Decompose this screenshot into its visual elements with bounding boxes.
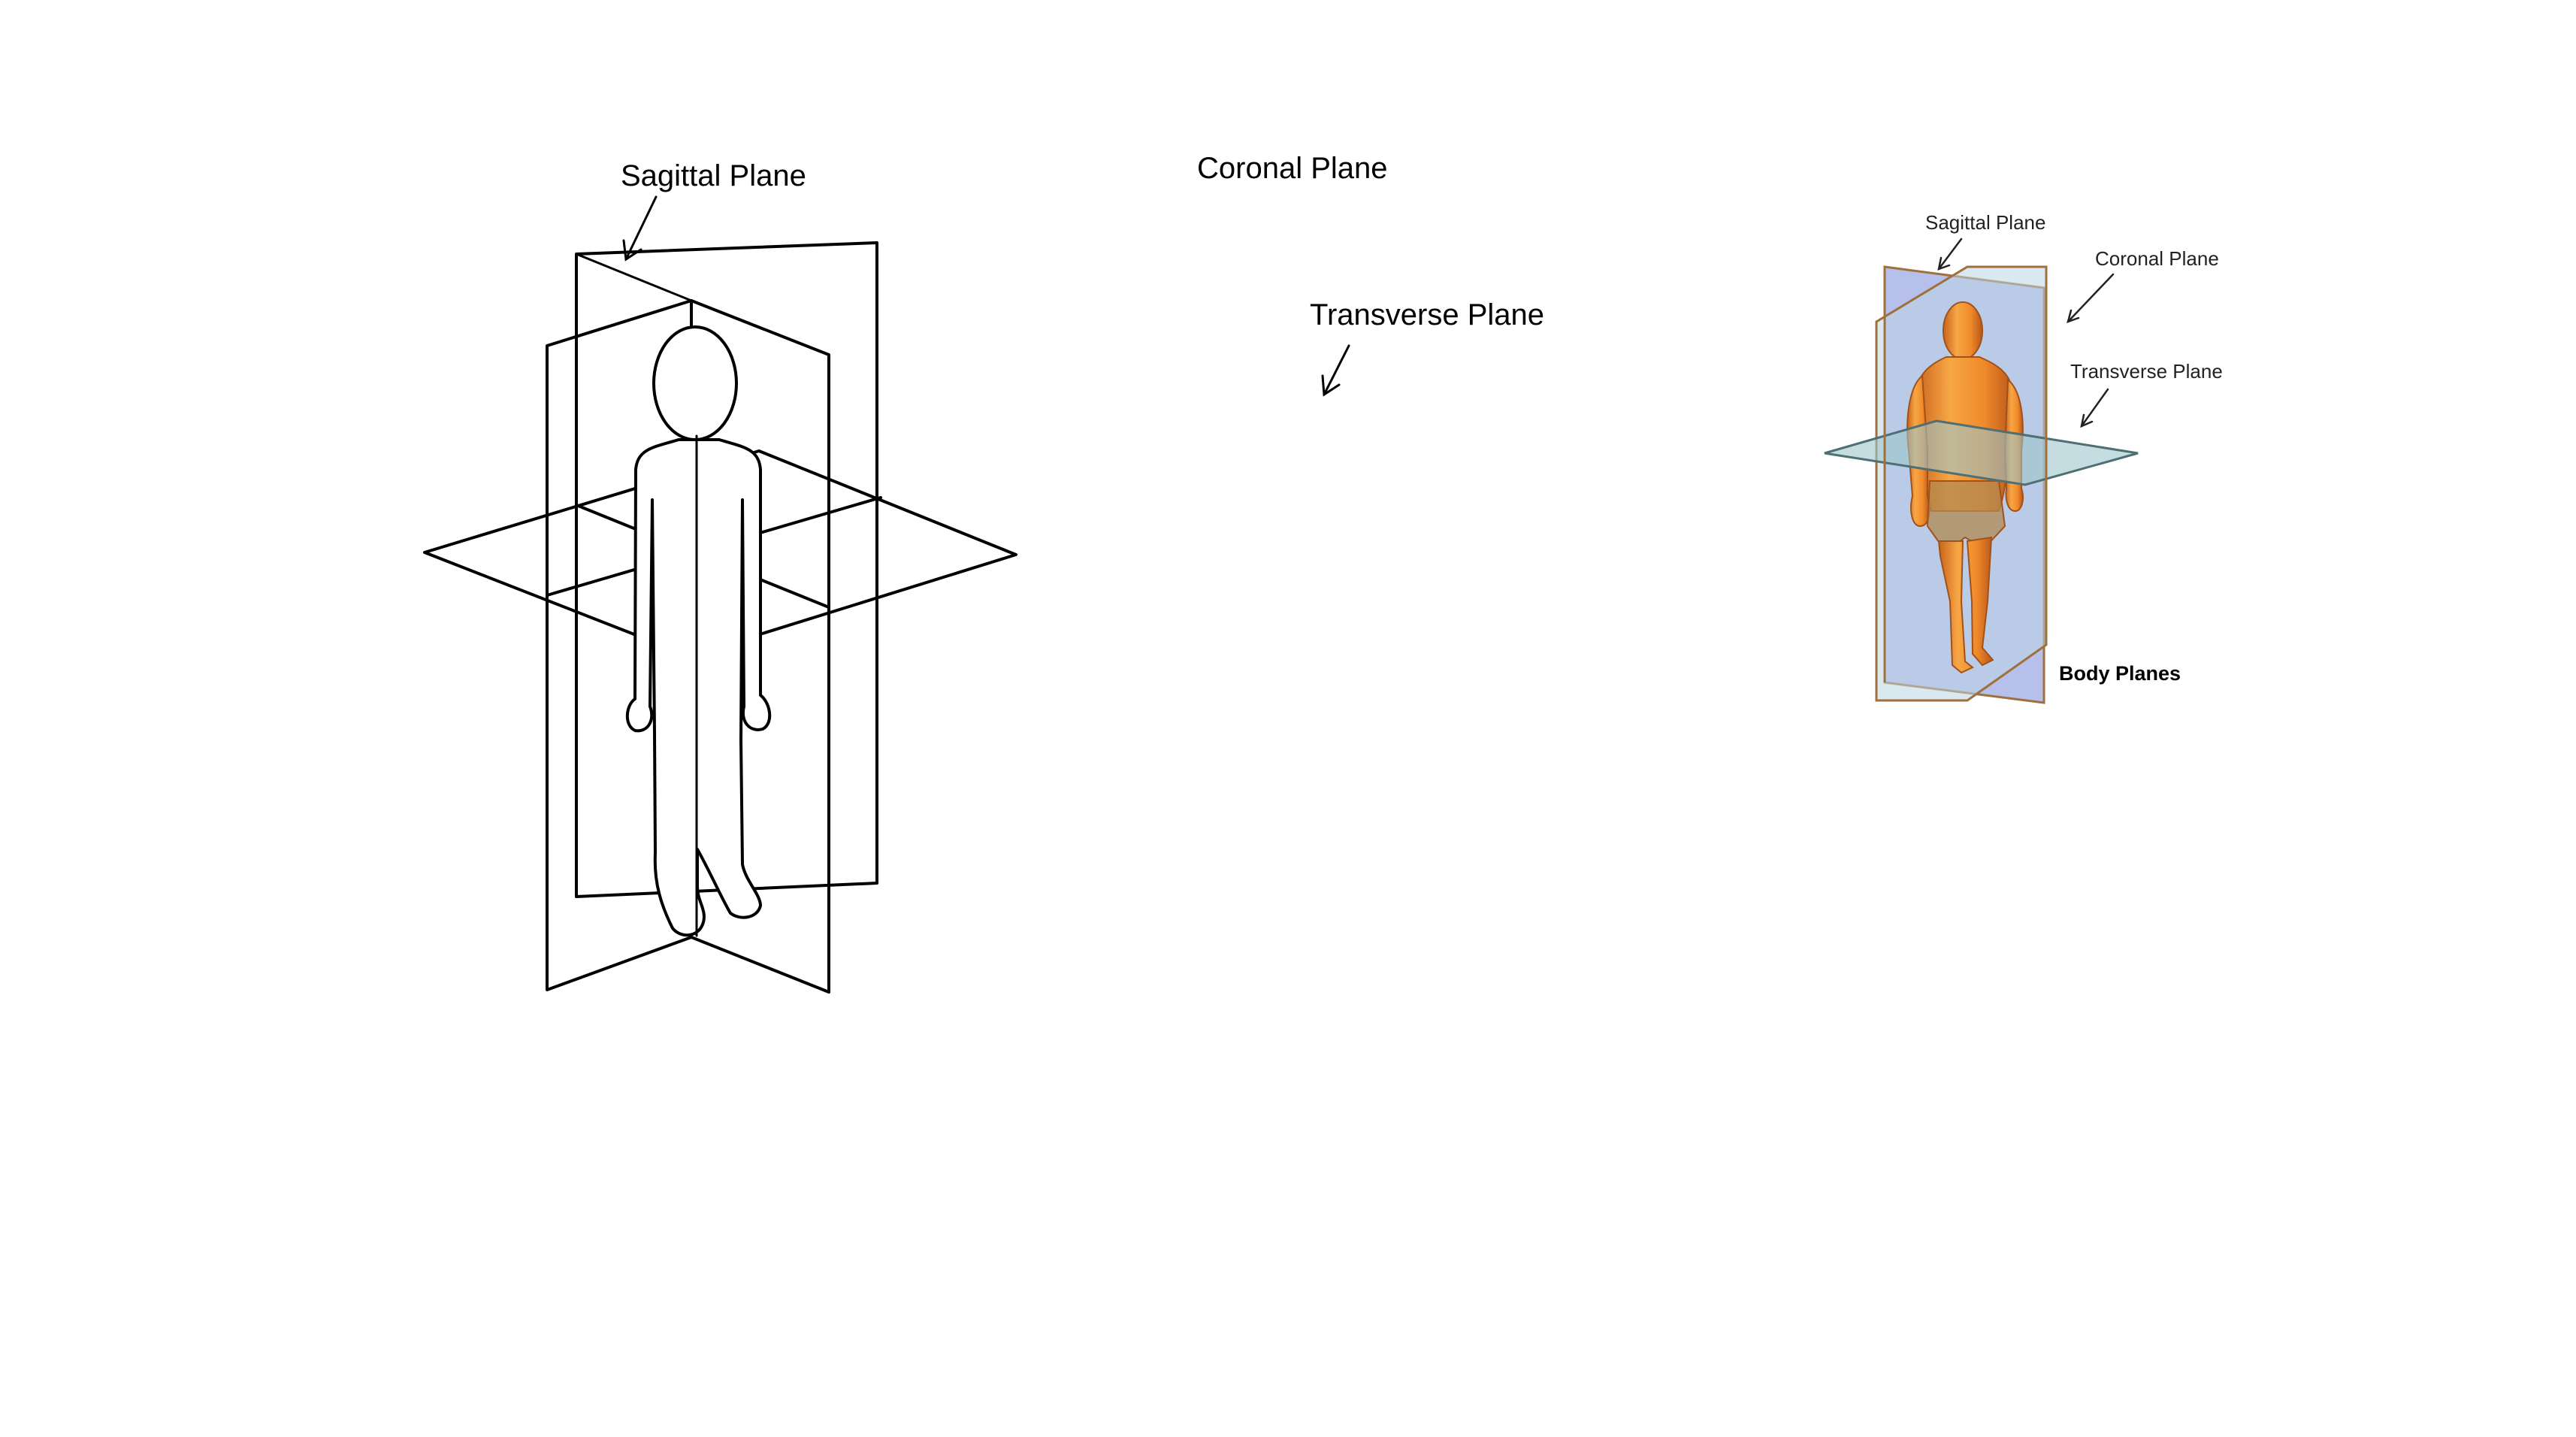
sagittal-arrow-small (1937, 237, 1963, 271)
figure-head (1943, 301, 1983, 360)
head-outline (652, 325, 738, 441)
sagittal-plane-label-small: Sagittal Plane (1925, 211, 2045, 234)
body-outline-figure (625, 325, 772, 937)
coronal-plane-label-small: Coronal Plane (2095, 247, 2219, 270)
body-silhouette (625, 438, 772, 937)
sagittal-arrow (622, 195, 658, 262)
transverse-plane-label: Transverse Plane (1310, 298, 1544, 331)
sagittal-plane-label: Sagittal Plane (621, 159, 806, 192)
illustrated-diagram (1824, 265, 2139, 704)
transverse-arrow (1321, 344, 1350, 397)
line-drawing-diagram (423, 241, 1017, 994)
coronal-arrow-small (2067, 273, 2115, 323)
transverse-plane-shaded (1824, 419, 2139, 486)
human-figure (1906, 301, 2024, 674)
coronal-plane-label: Coronal Plane (1197, 152, 1388, 185)
sagittal-plane-top-edge (575, 253, 693, 302)
figure-legs (1937, 536, 1994, 674)
transverse-plane-label-small: Transverse Plane (2070, 360, 2223, 383)
sagittal-plane-outline (575, 241, 878, 898)
body-planes-caption: Body Planes (2059, 662, 2181, 685)
transverse-arrow-small (2080, 388, 2109, 428)
